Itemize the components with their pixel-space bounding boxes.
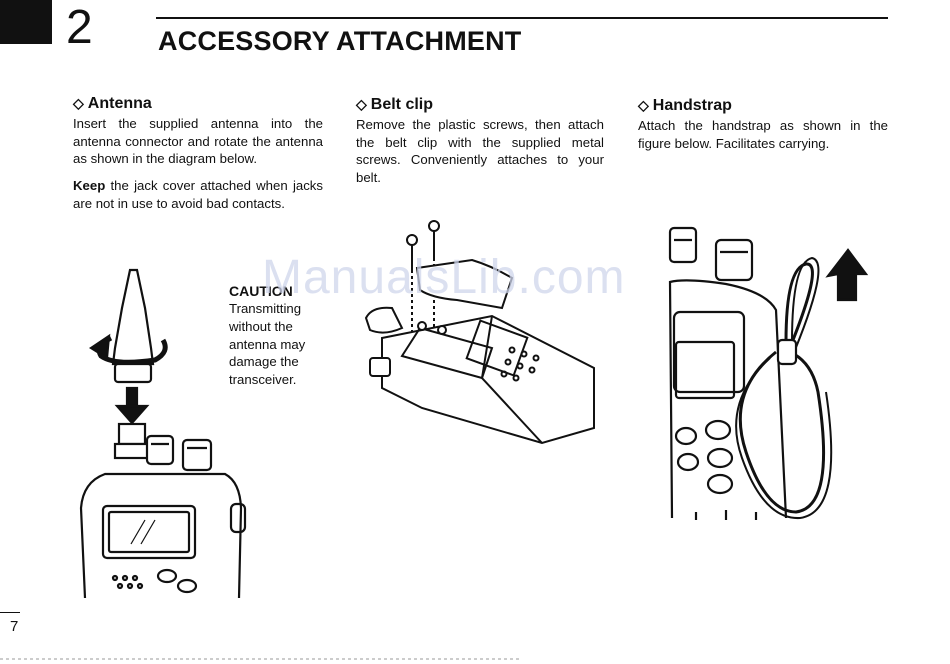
header-rule [156,17,888,19]
belt-clip-paragraph: Remove the plastic screws, then attach t… [356,117,604,185]
diamond-icon: ◇ [638,97,649,113]
handstrap-paragraph: Attach the handstrap as shown in the fig… [638,118,888,151]
page-number-rule [0,612,20,613]
antenna-illustration [79,268,247,599]
handstrap-illustration [668,226,869,520]
caution-title: CAUTION [229,283,293,299]
page-number: 7 [10,618,19,635]
antenna-paragraph-2-text: the jack cover attached when jacks are n… [73,178,323,211]
diamond-icon: ◇ [73,95,84,111]
handstrap-heading: ◇Handstrap [638,97,732,115]
chapter-title: ACCESSORY ATTACHMENT [158,26,522,56]
chapter-tab-bar [0,0,52,4]
chapter-number: 2 [66,1,93,54]
belt-clip-heading: ◇Belt clip [356,96,433,114]
watermark: ManualsLib.com [262,251,626,304]
antenna-heading: ◇Antenna [73,95,152,113]
belt-clip-heading-text: Belt clip [370,96,434,113]
belt-clip-illustration [364,220,595,445]
antenna-heading-text: Antenna [87,95,152,112]
caution-body: Transmitting without the antenna may dam… [229,301,306,388]
antenna-paragraph-2: Keep the jack cover attached when jacks … [73,177,323,212]
chapter-tab [0,4,52,44]
handstrap-heading-text: Handstrap [652,97,732,114]
diamond-icon: ◇ [356,96,367,112]
scan-artifact [0,658,520,660]
keep-word: Keep [73,178,106,193]
antenna-paragraph-1: Insert the supplied antenna into the ant… [73,116,323,166]
